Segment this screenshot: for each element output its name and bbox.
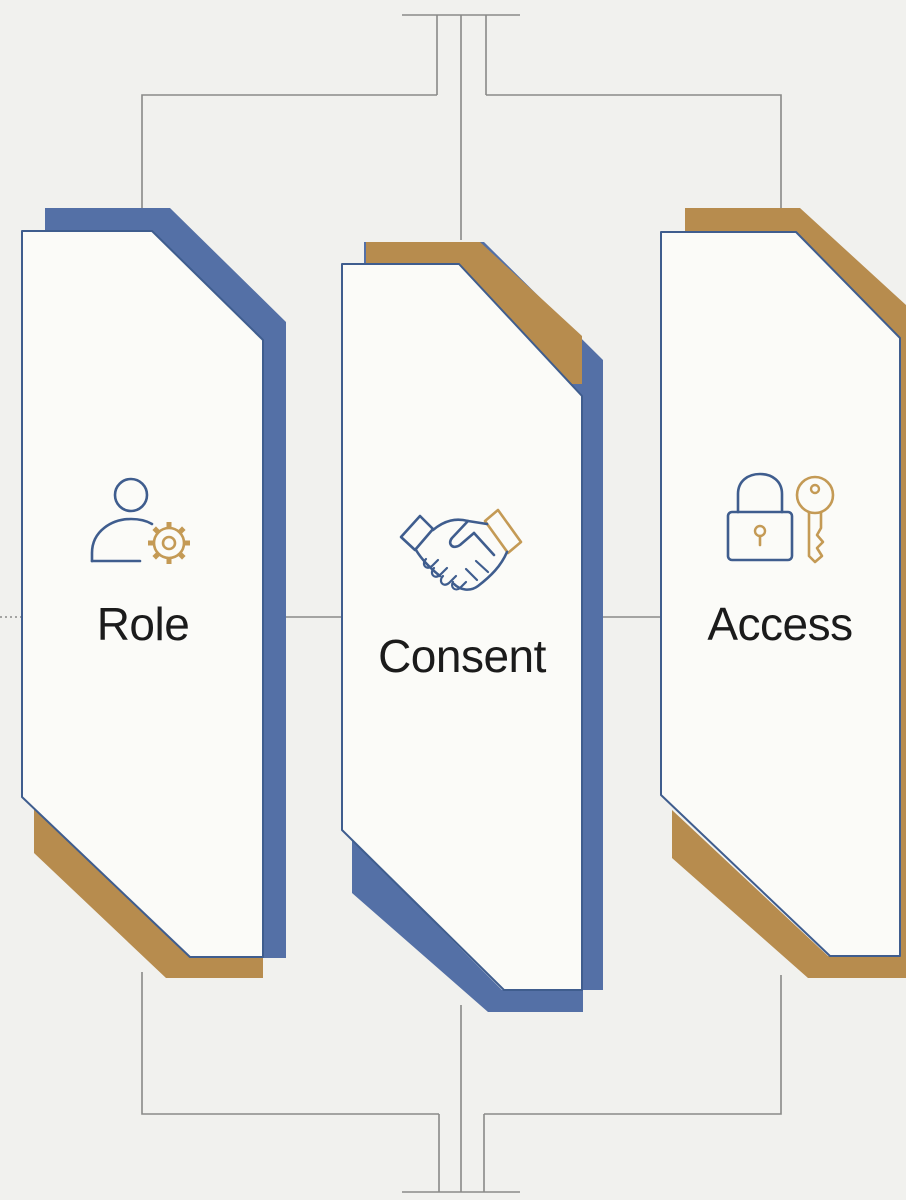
access-panel-card [660,231,901,957]
role-panel-bottom-accent [34,800,263,978]
panel-access[interactable]: Access [660,208,906,978]
user-gear-icon [90,477,190,564]
access-panel-bottom-accent [672,810,906,978]
panel-consent[interactable]: Consent [341,242,603,1012]
panel-role[interactable]: Role [21,208,286,978]
consent-label: Consent [378,630,547,682]
consent-panel-top-gold-accent [366,242,582,384]
handshake-icon [399,508,523,591]
consent-panel-bottom-accent [352,840,583,1012]
consent-panel-card [341,263,583,991]
role-panel-card [21,230,264,958]
access-panel-top-accent [685,208,906,345]
role-label: Role [97,598,190,650]
lock-key-icon [726,472,835,564]
connector-lines [141,14,782,1193]
access-label: Access [707,598,852,650]
